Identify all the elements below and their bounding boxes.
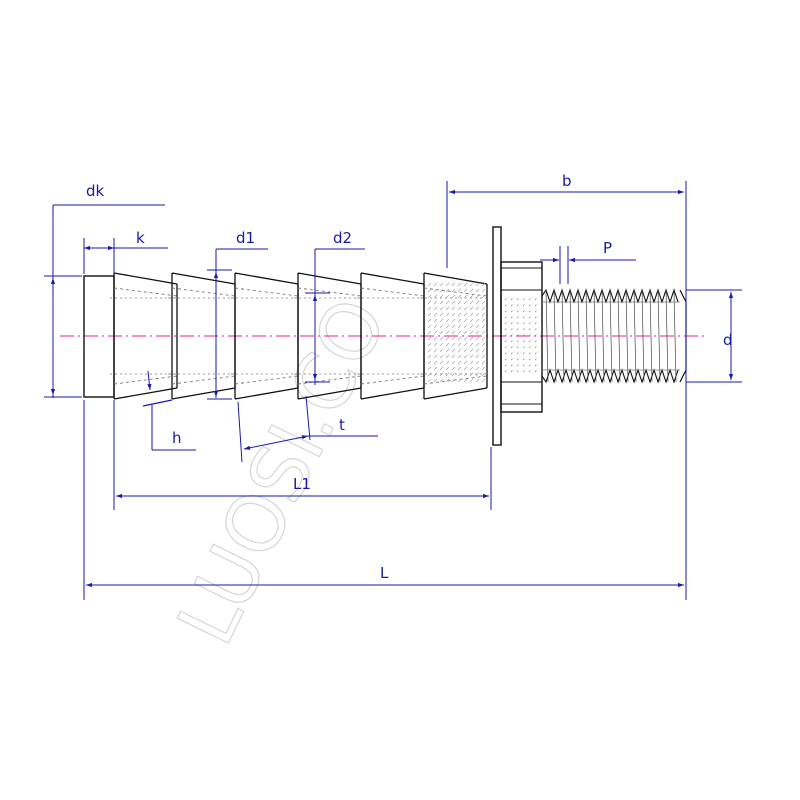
cone-sleeve bbox=[168, 272, 236, 400]
label-h: h bbox=[172, 429, 182, 447]
dimension-k: k bbox=[83, 229, 168, 274]
dimension-arrow-icon bbox=[243, 435, 309, 450]
dimension-d2: d2 bbox=[305, 229, 365, 385]
dimension-P: P bbox=[540, 239, 636, 284]
cone-sleeve bbox=[231, 272, 299, 400]
label-d2: d2 bbox=[333, 229, 352, 247]
label-L1: L1 bbox=[293, 475, 311, 493]
dimension-d: d bbox=[686, 289, 742, 383]
dimension-L1: L1 bbox=[113, 400, 492, 510]
dimension-L: L bbox=[83, 400, 684, 600]
label-k: k bbox=[136, 229, 145, 247]
cone-sleeve bbox=[294, 272, 362, 400]
label-t: t bbox=[339, 416, 345, 434]
label-d1: d1 bbox=[236, 229, 255, 247]
cone-sleeves bbox=[110, 272, 488, 400]
label-b: b bbox=[562, 172, 572, 190]
dimension-arrow-icon bbox=[142, 399, 173, 407]
cone-sleeve bbox=[110, 272, 178, 400]
label-dk: dk bbox=[86, 182, 105, 200]
label-L: L bbox=[380, 564, 389, 582]
dimension-t: t bbox=[237, 395, 378, 463]
label-d: d bbox=[723, 331, 733, 349]
hex-nut bbox=[500, 261, 543, 413]
dimension-b: b bbox=[446, 172, 687, 600]
watermark-text: LUOSI.CO bbox=[161, 285, 405, 658]
dimension-h: h bbox=[142, 370, 196, 451]
label-P: P bbox=[603, 239, 612, 257]
dimension-arrow-icon bbox=[147, 370, 152, 391]
dimension-dk: dk bbox=[44, 182, 165, 398]
dimension-d1: d1 bbox=[207, 229, 268, 400]
cone-sleeve bbox=[420, 272, 488, 400]
cone-sleeve bbox=[357, 272, 425, 400]
